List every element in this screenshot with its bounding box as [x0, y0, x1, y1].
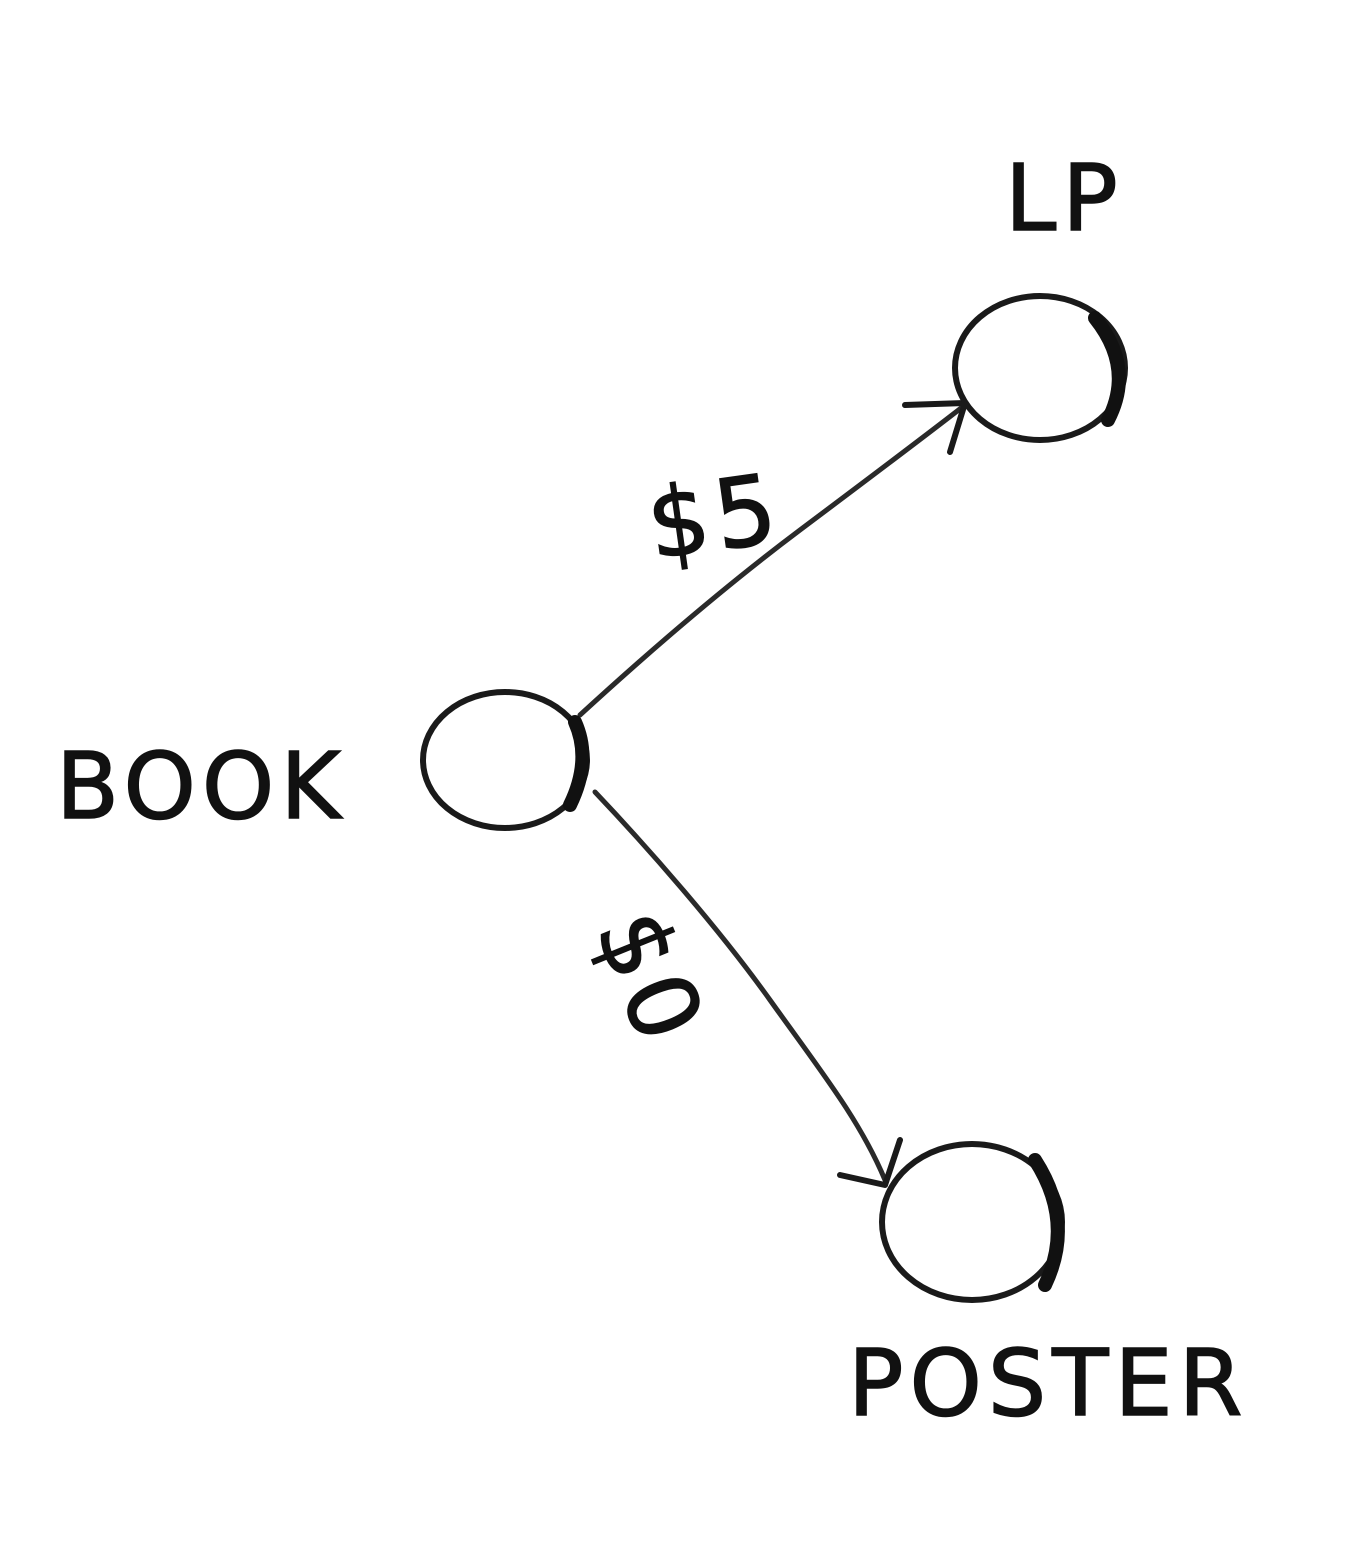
node-label-poster: POSTER [848, 1330, 1249, 1437]
edge-book-lp-line [577, 402, 968, 718]
edge-book-poster-arrowhead-icon [837, 1137, 903, 1188]
node-book-circle-shadow [563, 715, 590, 812]
edge-book-to-poster [592, 789, 903, 1188]
node-poster-circle-shadow [1028, 1153, 1065, 1292]
edge-label-book-lp: $5 [641, 452, 789, 582]
node-label-book: BOOK [56, 733, 347, 840]
node-book-circle [420, 689, 590, 831]
node-book [420, 689, 590, 831]
node-lp [952, 293, 1128, 443]
node-poster [879, 1141, 1065, 1303]
edge-label-book-poster: $0 [573, 896, 727, 1062]
node-label-lp: LP [1005, 145, 1124, 252]
node-lp-circle-shadow [1088, 311, 1126, 427]
edge-book-poster-line [592, 789, 888, 1183]
